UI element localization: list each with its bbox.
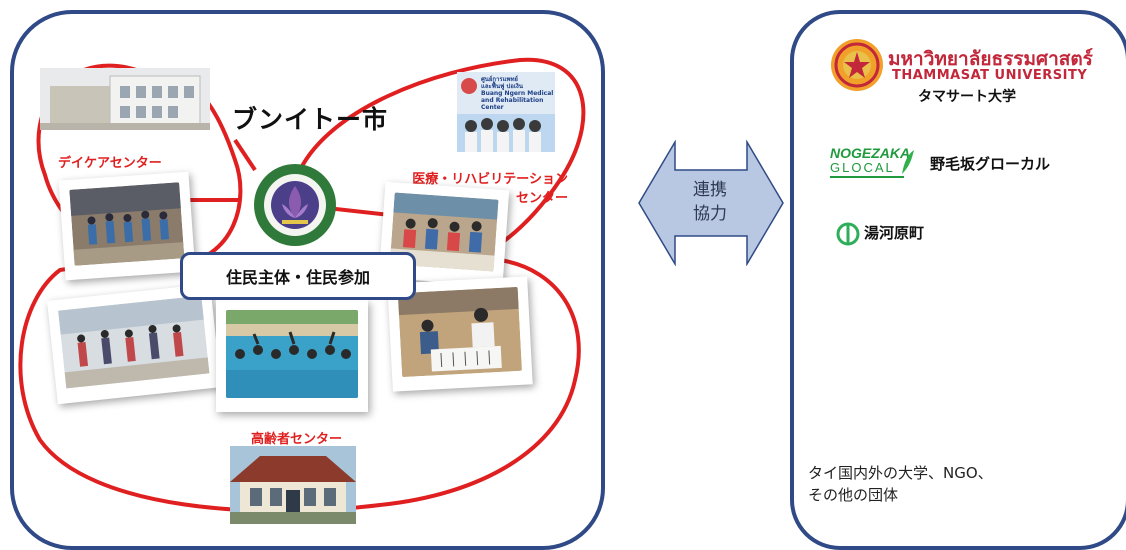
study-session-photo	[387, 276, 533, 392]
municipal-seal-icon	[252, 162, 338, 248]
yugawara-emblem-icon	[836, 222, 860, 246]
elderly-center-photo	[230, 446, 356, 524]
nogezaka-logo-top: NOGEZAKA	[830, 145, 911, 161]
label-day-care: デイケアセンター	[58, 156, 162, 171]
dance-activity-photo	[47, 283, 221, 405]
building-photo	[40, 68, 210, 130]
resident-participation-banner: 住民主体・住民参加	[180, 252, 416, 300]
medical-staff-photo: ศูนย์การแพทย์ และฟื้นฟู บ่อเงิน Buang Ng…	[457, 72, 555, 152]
other-partners-note-line1: タイ国内外の大学、NGO、	[808, 464, 993, 482]
thammasat-japanese-name: タマサート大学	[918, 89, 1016, 105]
medical-sign-thai-2: และฟื้นฟู บ่อเงิน	[481, 83, 523, 90]
medical-sign-en-2: and Rehabilitation Center	[481, 97, 544, 111]
thammasat-thai-name: มหาวิทยาลัยธรรมศาสตร์	[888, 48, 1093, 70]
cooperation-label: 連携 協力	[655, 178, 765, 226]
city-title: ブンイトー市	[232, 105, 389, 134]
thammasat-english-name: THAMMASAT UNIVERSITY	[892, 68, 1088, 83]
label-medical-rehab-line2: センター	[515, 191, 568, 206]
nogezaka-logo: NOGEZAKA GLOCAL	[830, 146, 920, 182]
medical-sign-en-1: Buang Ngern Medical	[481, 90, 554, 97]
label-medical-rehab-line1: 医療・リハビリテーション	[412, 172, 568, 187]
other-partners-note: タイ国内外の大学、NGO、 その他の団体	[808, 462, 993, 506]
label-elderly-center: 高齢者センター	[251, 432, 343, 447]
day-care-photo	[58, 171, 196, 281]
nogezaka-logo-bottom: GLOCAL	[830, 160, 904, 178]
cooperation-label-line1: 連携	[693, 180, 727, 200]
thammasat-seal-icon	[830, 38, 884, 92]
other-partners-note-line2: その他の団体	[808, 486, 899, 504]
yugawara-japanese-name: 湯河原町	[864, 224, 925, 242]
ring-connector-a	[233, 138, 257, 172]
pool-exercise-photo	[216, 300, 368, 412]
cooperation-label-line2: 協力	[693, 204, 727, 224]
nogezaka-japanese-name: 野毛坂グローカル	[930, 155, 1051, 173]
medical-sign-thai-1: ศูนย์การแพทย์	[481, 76, 518, 83]
nogezaka-leaf-icon	[902, 150, 914, 174]
medical-sign-text: ศูนย์การแพทย์ และฟื้นฟู บ่อเงิน Buang Ng…	[481, 76, 555, 111]
label-medical-rehab: 医療・リハビリテーション センター	[388, 168, 568, 206]
cooperation-double-arrow	[638, 140, 784, 266]
rehab-class-photo	[378, 181, 510, 287]
